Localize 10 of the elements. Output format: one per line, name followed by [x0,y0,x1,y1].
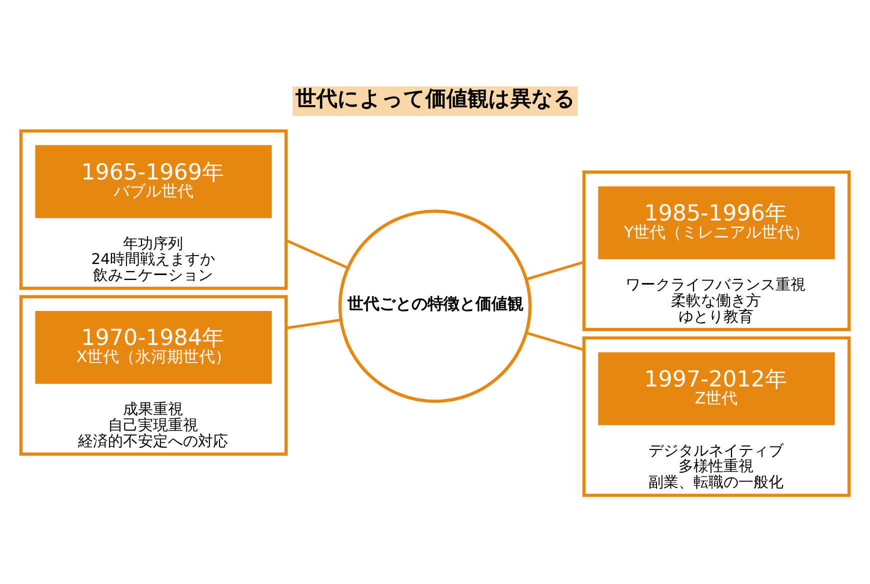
connector [286,318,342,330]
node-box: 1965-1969年 バブル世代 [35,145,272,218]
connector [286,239,348,270]
node-box: 1970-1984年 X世代（氷河期世代） [35,311,272,384]
node-box: 1985-1996年 Y世代（ミレニアル世代） [598,186,835,260]
node-box: 1997-2012年 Z世代 [598,352,835,426]
node-circle: 世代ごとの特徴と価値観 [338,210,532,403]
diagram-title: 世代によって価値観は異なる [296,86,576,111]
connector [526,260,584,281]
connector [526,332,584,352]
